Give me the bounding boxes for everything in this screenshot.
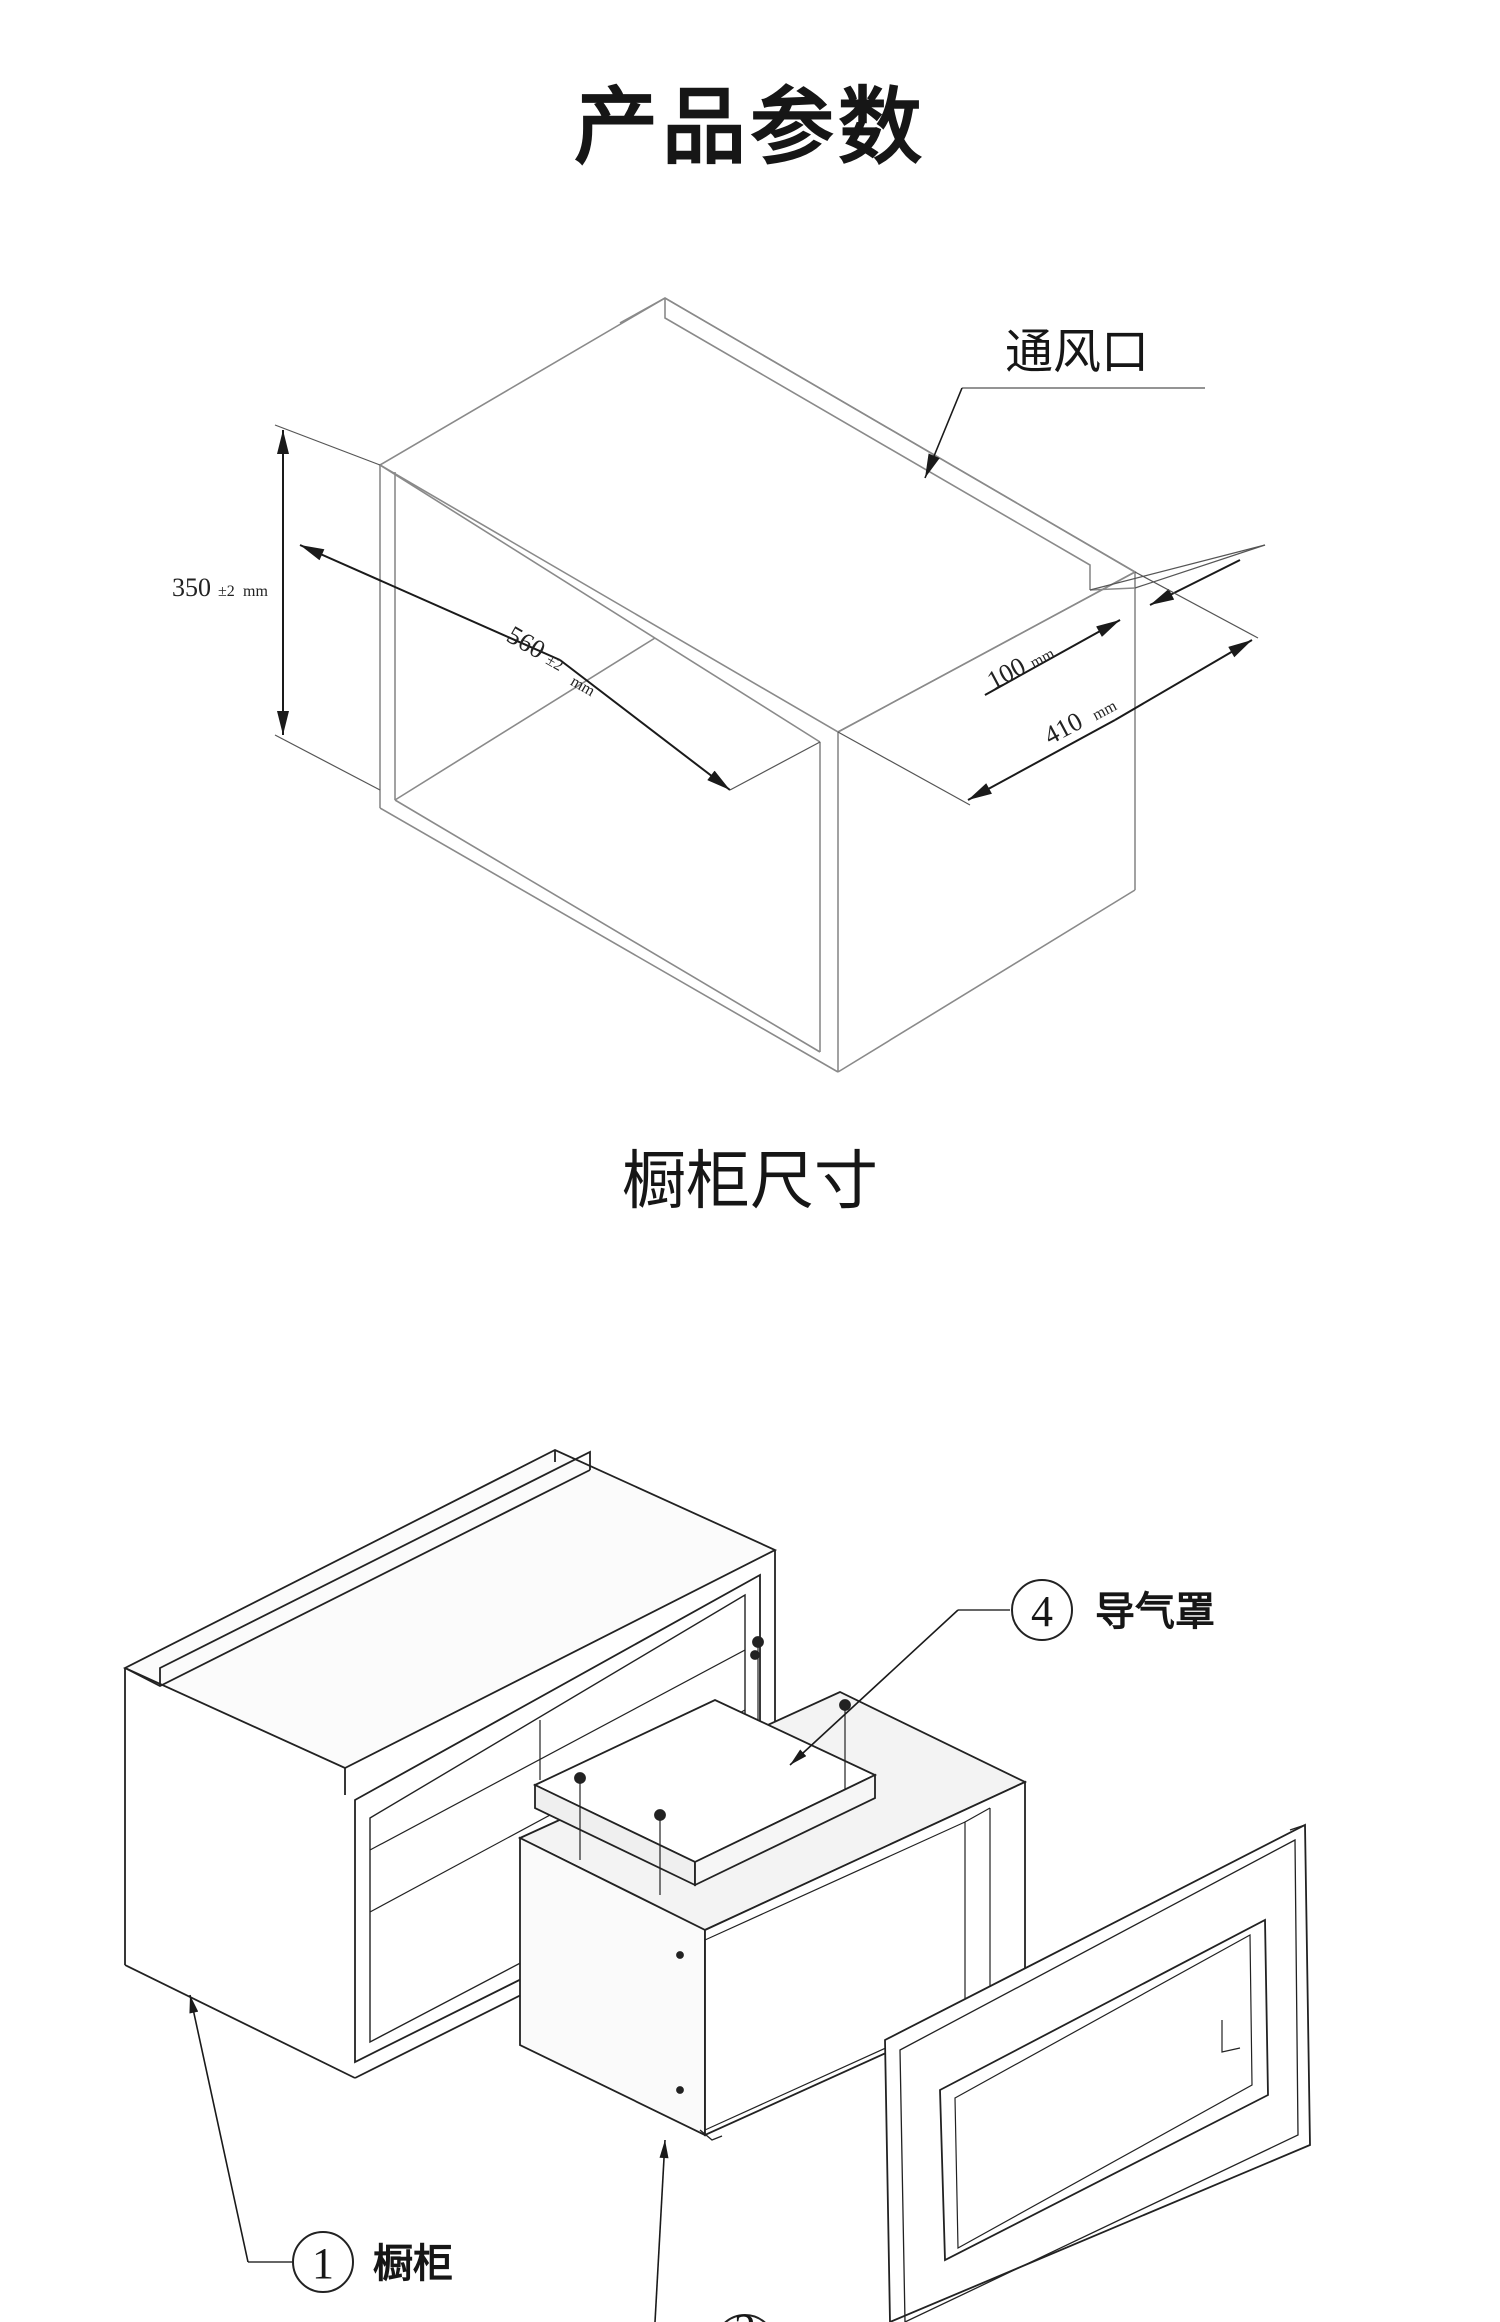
- vent-callout: 通风口: [924, 326, 1205, 479]
- door-frame: [884, 1823, 1311, 2322]
- depth-dimension: 410 mm: [837, 571, 1259, 806]
- callout-2-number: 2: [734, 2305, 756, 2322]
- width-tolerance: ±2: [543, 652, 566, 675]
- callout-1: 1 橱柜: [189, 1994, 453, 2293]
- callout-4-label: 导气罩: [1095, 1590, 1215, 1634]
- cabinet-dimension-drawing: 350 ±2 mm 560 ±2 mm 100 mm 410 mm: [172, 297, 1266, 1073]
- vent-label: 通风口: [1005, 326, 1149, 379]
- height-tolerance: ±2: [218, 583, 235, 600]
- height-dimension: 350 ±2 mm: [172, 424, 381, 791]
- vent-depth-value: 100: [982, 651, 1030, 695]
- air-guide-hood: [532, 1636, 878, 1895]
- depth-value: 410: [1039, 706, 1087, 750]
- width-value: 560: [502, 620, 550, 665]
- vent-depth-dimension: 100 mm: [982, 544, 1266, 696]
- cabinet-size-title: 橱柜尺寸: [622, 1145, 878, 1217]
- callout-1-label: 橱柜: [373, 2242, 453, 2286]
- callout-2: 2: [654, 2139, 766, 2322]
- cabinet-box: [378, 297, 1137, 1073]
- installation-drawing: 4 导气罩 1 橱柜 2: [122, 1449, 1311, 2322]
- height-value: 350: [172, 573, 211, 602]
- width-dimension: 560 ±2 mm: [299, 544, 821, 791]
- callout-1-number: 1: [312, 2239, 334, 2288]
- callout-4: 4 导气罩: [789, 1579, 1215, 1766]
- page-title: 产品参数: [573, 80, 926, 174]
- callout-4-number: 4: [1031, 1587, 1053, 1636]
- height-unit: mm: [243, 583, 268, 600]
